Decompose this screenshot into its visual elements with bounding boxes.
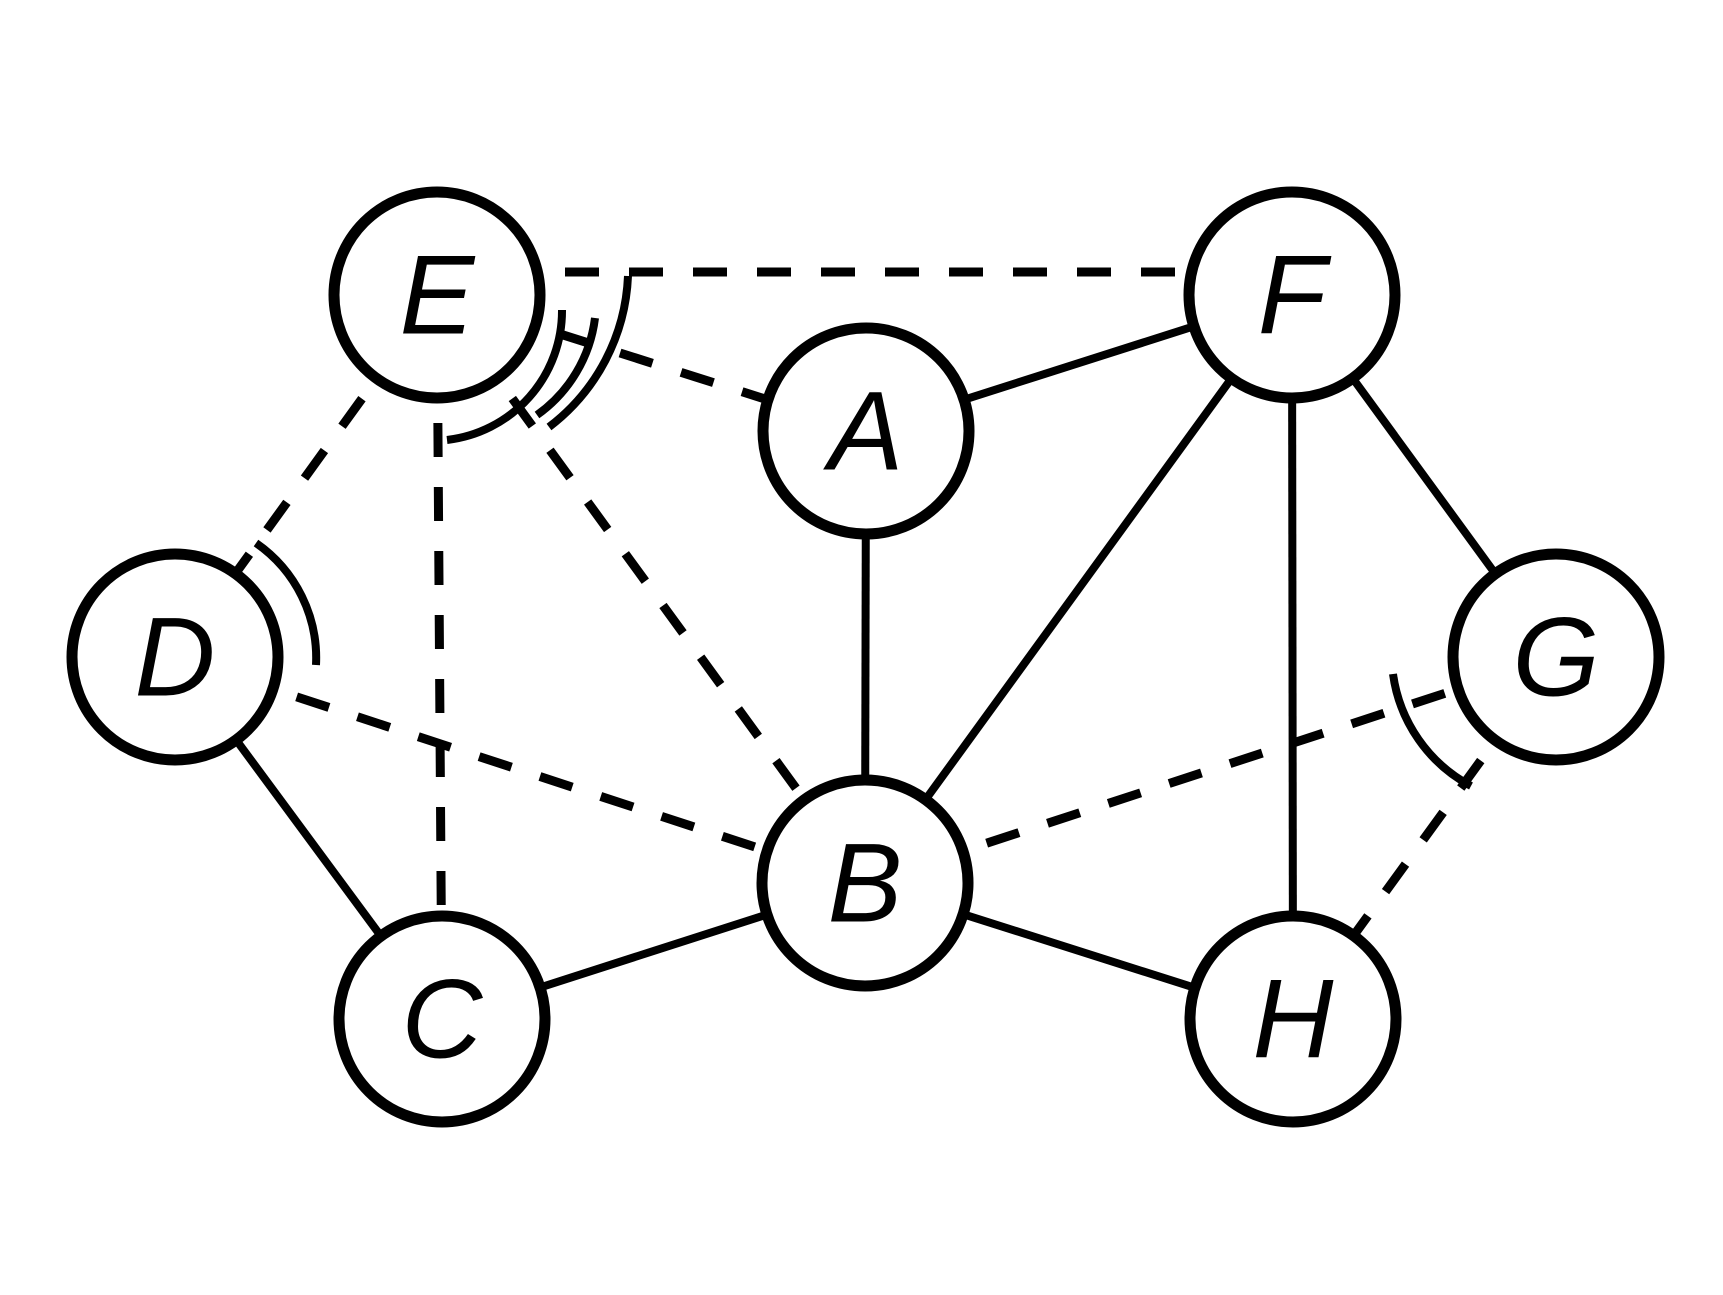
edge-f-h <box>1288 294 1297 1020</box>
node-a-circle <box>757 322 975 540</box>
node-d: D <box>66 548 284 766</box>
node-g-circle <box>1447 548 1665 766</box>
node-c-label: C <box>402 957 484 1082</box>
angle-mark-e-middle <box>534 317 599 419</box>
node-b-label: B <box>828 821 903 946</box>
node-a-label: A <box>823 369 904 494</box>
edge-b-g <box>863 652 1558 888</box>
edge-e-b <box>433 292 869 886</box>
nodes-layer: A B C D E F G H <box>66 186 1665 1128</box>
node-c-circle <box>333 910 551 1128</box>
edge-d-b <box>173 652 867 888</box>
edge-f-b <box>861 292 1296 886</box>
angle-mark-g <box>1389 673 1473 790</box>
node-h-label: H <box>1253 957 1334 1082</box>
edge-e-c <box>432 294 447 1020</box>
angle-mark-e-inner <box>446 309 567 444</box>
node-h-circle <box>1184 910 1402 1128</box>
node-e-circle <box>328 186 546 404</box>
node-e-label: E <box>400 233 476 358</box>
node-g-label: G <box>1512 595 1599 720</box>
node-f: F <box>1183 186 1401 404</box>
node-f-label: F <box>1258 233 1332 358</box>
angle-mark-e-outer <box>546 275 632 431</box>
node-d-label: D <box>135 595 216 720</box>
node-b: B <box>756 774 974 992</box>
angle-marks-layer <box>253 275 1473 790</box>
node-a: A <box>757 322 975 540</box>
node-e: E <box>328 186 546 404</box>
node-f-circle <box>1183 186 1401 404</box>
angle-mark-d <box>253 539 321 666</box>
node-g: G <box>1447 548 1665 766</box>
node-d-circle <box>66 548 284 766</box>
node-c: C <box>333 910 551 1128</box>
node-h: H <box>1184 910 1402 1128</box>
node-b-circle <box>756 774 974 992</box>
